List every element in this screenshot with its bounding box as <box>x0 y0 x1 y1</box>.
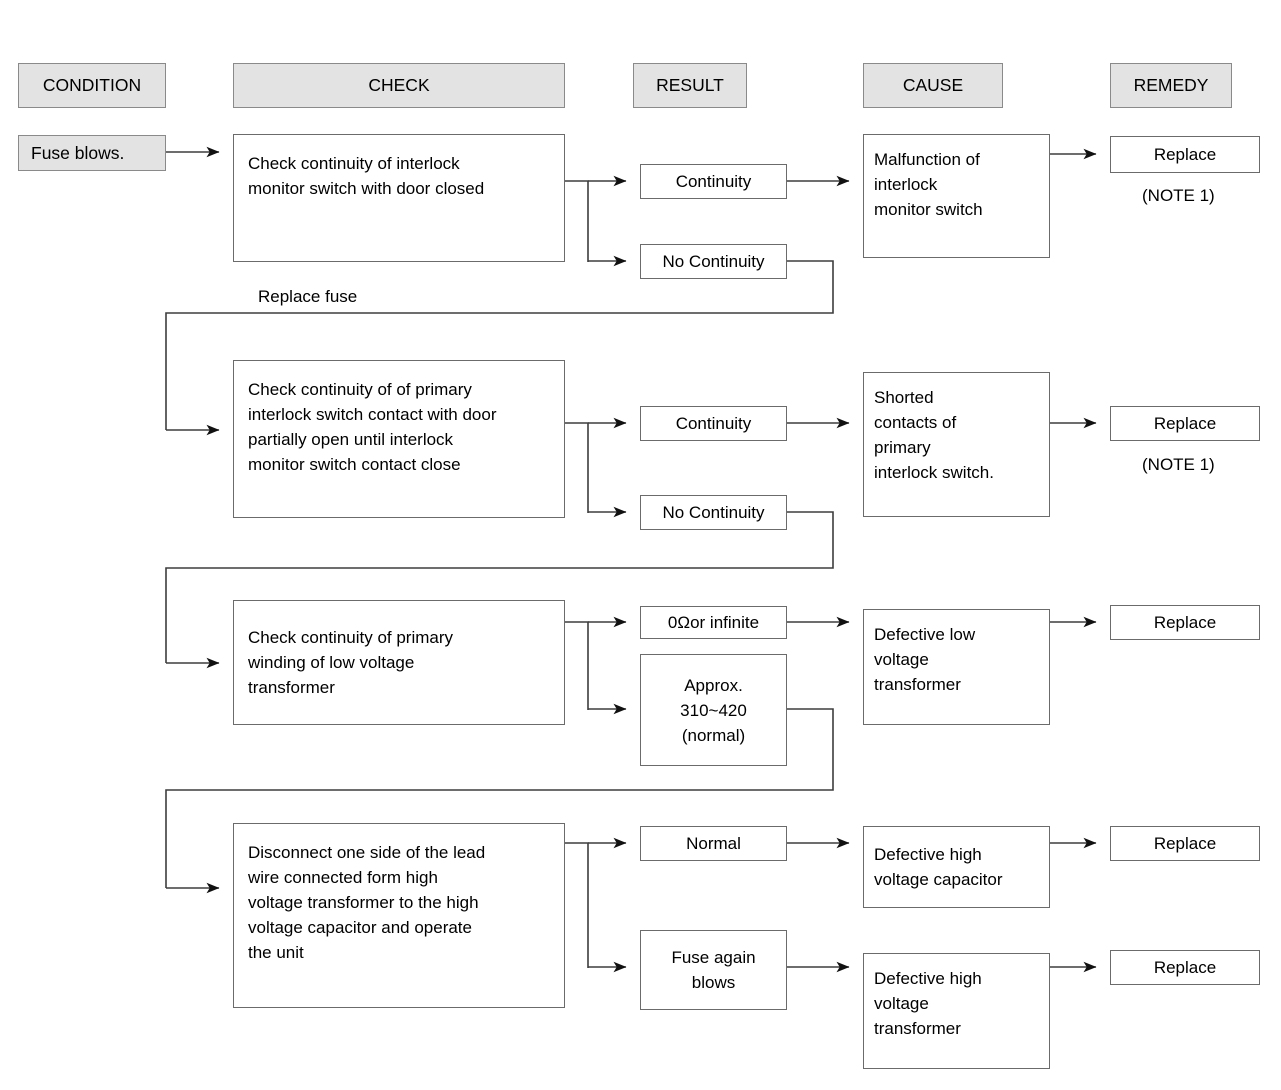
cause-row4-b1-line1: Defective high <box>874 845 982 864</box>
column-header-check-label: CHECK <box>368 75 430 95</box>
remedy-box-row3: Replace <box>1110 605 1260 640</box>
cause-row2-line3: primary <box>874 438 931 457</box>
result-box-row1-branch1: Continuity <box>640 164 787 199</box>
check-row4-line4: voltage capacitor and operate <box>248 918 472 937</box>
check-box-row2: Check continuity of of primary interlock… <box>233 360 565 518</box>
result-row4-branch2-line2: blows <box>691 973 736 992</box>
remedy-box-row1: Replace <box>1110 136 1260 173</box>
result-row3-branch2-line3: (normal) <box>681 725 746 745</box>
remedy-note-row2: (NOTE 1) <box>1142 453 1215 477</box>
remedy-note-row2-text: (NOTE 1) <box>1142 455 1215 474</box>
feedback-label-replace-fuse: Replace fuse <box>258 285 357 309</box>
check-row4-line3: voltage transformer to the high <box>248 893 479 912</box>
column-header-condition-label: CONDITION <box>42 75 142 95</box>
check-row1-line1: Check continuity of interlock <box>248 154 460 173</box>
result-row2-branch2-label: No Continuity <box>662 503 765 522</box>
cause-row2-line2: contacts of <box>874 413 957 432</box>
cause-row3-line2: voltage <box>874 650 929 669</box>
result-row1-branch2-label: No Continuity <box>662 252 765 271</box>
remedy-row2-label: Replace <box>1153 414 1217 433</box>
cause-row2-line1: Shorted <box>874 388 934 407</box>
cause-row4-b1-line2: voltage capacitor <box>874 870 1003 889</box>
cause-row3-line1: Defective low <box>874 625 976 644</box>
remedy-note-row1-text: (NOTE 1) <box>1142 186 1215 205</box>
check-row3-line3: transformer <box>248 678 335 697</box>
column-header-remedy: REMEDY <box>1110 63 1232 108</box>
result-row3-branch1-label: 0Ωor infinite <box>667 613 760 632</box>
cause-row1-line1: Malfunction of <box>874 150 980 169</box>
result-box-row2-branch1: Continuity <box>640 406 787 441</box>
column-header-result-label: RESULT <box>656 75 724 95</box>
result-row4-branch2-line1: Fuse again <box>671 948 756 967</box>
column-header-cause-label: CAUSE <box>902 75 964 95</box>
cause-row3-line3: transformer <box>874 675 961 694</box>
condition-label: Fuse blows. <box>31 142 125 163</box>
cause-box-row2: Shorted contacts of primary interlock sw… <box>863 372 1050 517</box>
check-row2-line4: monitor switch contact close <box>248 455 461 474</box>
cause-row4-b2-line2: voltage <box>874 994 929 1013</box>
result-row2-branch1-label: Continuity <box>675 414 752 433</box>
column-header-remedy-label: REMEDY <box>1133 75 1209 95</box>
check-row1-line2: monitor switch with door closed <box>248 179 485 198</box>
remedy-row1-label: Replace <box>1153 145 1217 164</box>
check-box-row4: Disconnect one side of the lead wire con… <box>233 823 565 1008</box>
cause-row2-line4: interlock switch. <box>874 463 994 482</box>
check-row4-line5: the unit <box>248 943 304 962</box>
feedback-label-text: Replace fuse <box>258 287 358 306</box>
check-box-row1: Check continuity of interlock monitor sw… <box>233 134 565 262</box>
column-header-cause: CAUSE <box>863 63 1003 108</box>
check-row2-line2: interlock switch contact with door <box>248 405 497 424</box>
check-row3-line2: winding of low voltage <box>248 653 415 672</box>
check-row2-line1: Check continuity of of primary <box>248 380 472 399</box>
result-box-row3-branch1: 0Ωor infinite <box>640 606 787 639</box>
cause-box-row4-branch1: Defective high voltage capacitor <box>863 826 1050 908</box>
remedy-box-row4-branch2: Replace <box>1110 950 1260 985</box>
result-box-row2-branch2: No Continuity <box>640 495 787 530</box>
remedy-box-row4-branch1: Replace <box>1110 826 1260 861</box>
remedy-row3-label: Replace <box>1153 613 1217 632</box>
remedy-row4-b2-label: Replace <box>1153 958 1217 977</box>
result-row3-branch2-line1: Approx. <box>684 675 743 695</box>
remedy-box-row2: Replace <box>1110 406 1260 441</box>
cause-box-row1: Malfunction of interlock monitor switch <box>863 134 1050 258</box>
cause-box-row3: Defective low voltage transformer <box>863 609 1050 725</box>
result-box-row4-branch2: Fuse again blows <box>640 930 787 1010</box>
result-box-row4-branch1: Normal <box>640 826 787 861</box>
column-header-check: CHECK <box>233 63 565 108</box>
check-row4-line2: wire connected form high <box>248 868 438 887</box>
remedy-note-row1: (NOTE 1) <box>1142 184 1215 208</box>
check-row3-line1: Check continuity of primary <box>248 628 454 647</box>
column-header-condition: CONDITION <box>18 63 166 108</box>
cause-row1-line3: monitor switch <box>874 200 983 219</box>
check-box-row3: Check continuity of primary winding of l… <box>233 600 565 725</box>
result-row4-branch1-label: Normal <box>686 834 741 853</box>
result-row1-branch1-label: Continuity <box>675 172 752 191</box>
result-box-row3-branch2: Approx. 310~420 (normal) <box>640 654 787 766</box>
result-row3-branch2-line2: 310~420 <box>680 700 747 720</box>
column-header-result: RESULT <box>633 63 747 108</box>
cause-row1-line2: interlock <box>874 175 938 194</box>
remedy-row4-b1-label: Replace <box>1153 834 1217 853</box>
check-row4-line1: Disconnect one side of the lead <box>248 843 486 862</box>
condition-fuse-blows: Fuse blows. <box>18 135 166 171</box>
cause-box-row4-branch2: Defective high voltage transformer <box>863 953 1050 1069</box>
result-box-row1-branch2: No Continuity <box>640 244 787 279</box>
cause-row4-b2-line1: Defective high <box>874 969 982 988</box>
cause-row4-b2-line3: transformer <box>874 1019 961 1038</box>
check-row2-line3: partially open until interlock <box>248 430 454 449</box>
